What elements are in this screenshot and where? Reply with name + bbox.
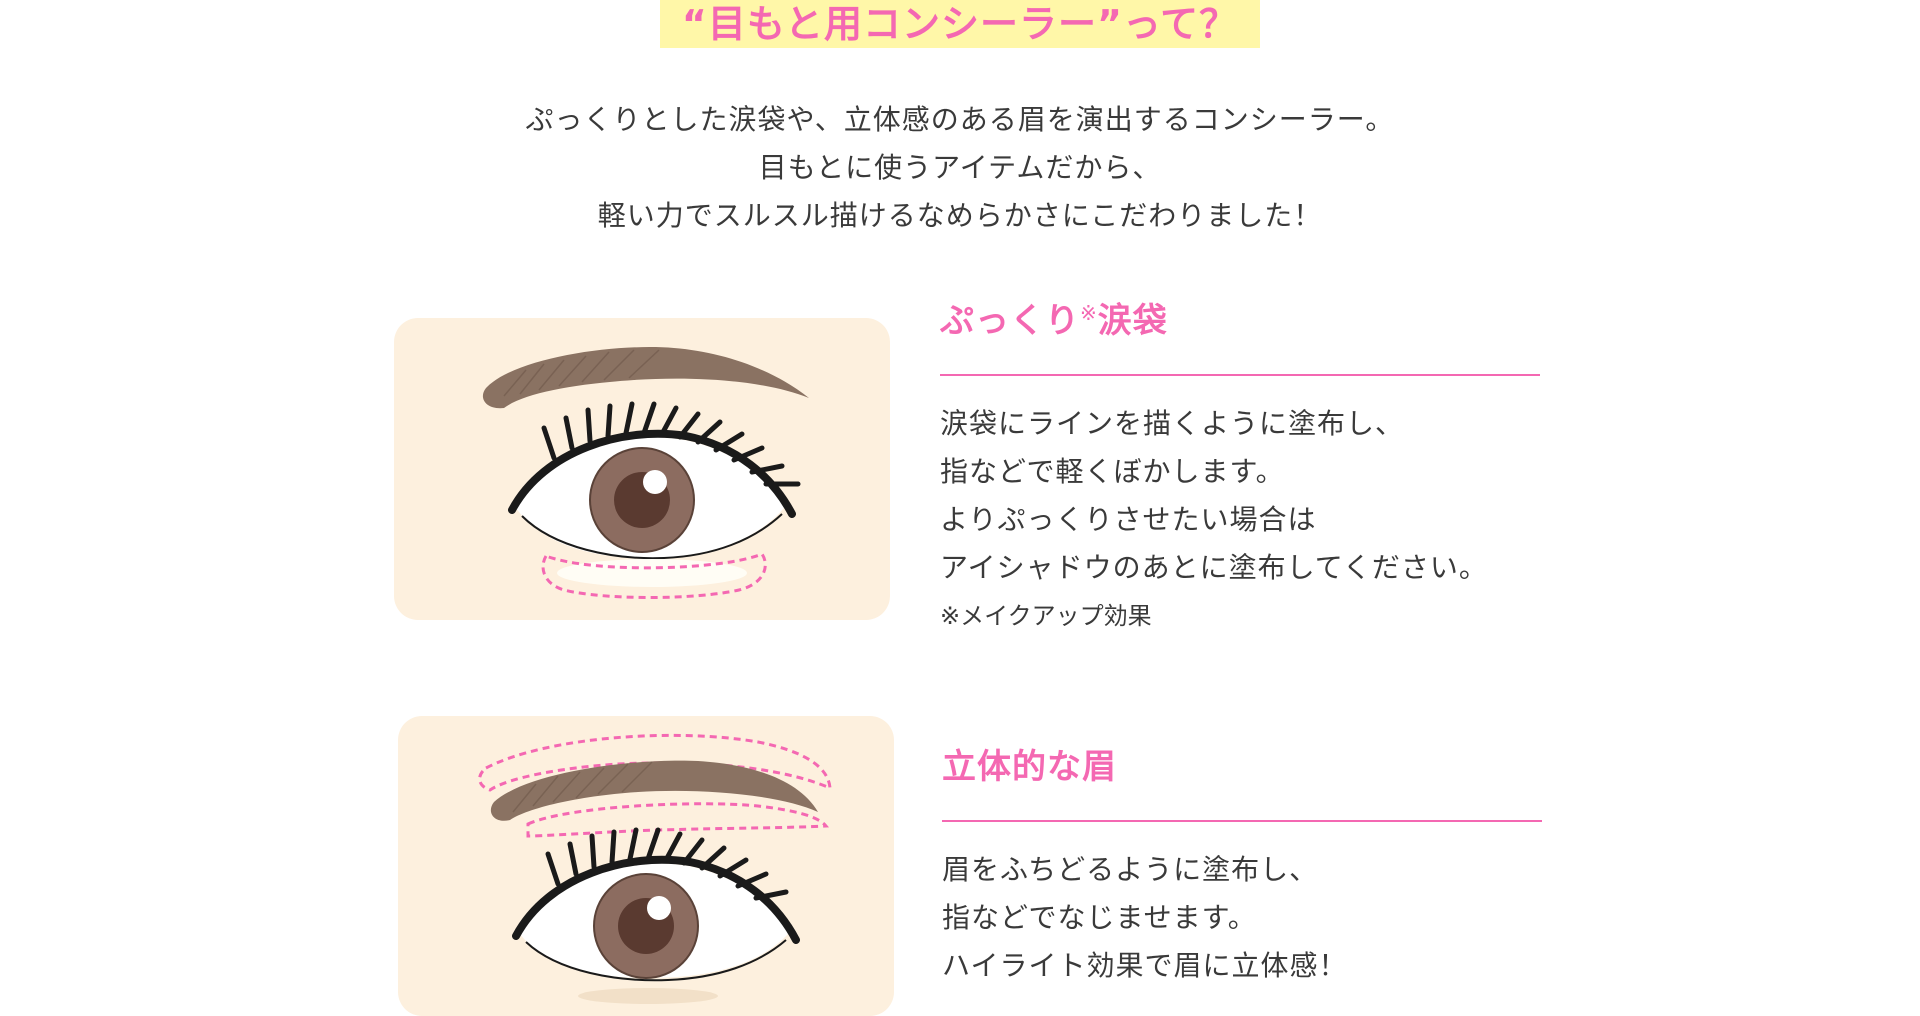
tear-bag-section: ぷっくり※涙袋 涙袋にラインを描くように塗布し、 指などで軽くぼかします。 より… <box>940 288 1540 640</box>
tear-bag-title-mark: ※ <box>1080 301 1098 325</box>
eye-highlight <box>647 896 671 920</box>
tear-bag-title-suffix: 涙袋 <box>1097 301 1168 341</box>
tear-bag-highlight <box>557 559 747 587</box>
description-line: アイシャドウのあとに塗布してください。 <box>940 551 1488 584</box>
eyebrow-divider <box>942 820 1542 822</box>
eyebrow-dashed-outline-bottom <box>526 802 830 838</box>
page-heading: “目もと用コンシーラー”って？ <box>659 0 1261 48</box>
intro-line: 軽い力でスルスル描けるなめらかさにこだわりました！ <box>597 199 1323 232</box>
tear-bag-description: 涙袋にラインを描くように塗布し、 指などで軽くぼかします。 よりぷっくりさせたい… <box>940 400 1540 592</box>
description-line: 指などでなじませます。 <box>942 901 1257 934</box>
description-line: ハイライト効果で眉に立体感！ <box>942 949 1348 982</box>
eye-highlight <box>643 470 667 494</box>
eyebrow <box>482 347 809 409</box>
tear-bag-illustration-card <box>394 318 890 620</box>
eyebrow-illustration <box>478 733 832 1004</box>
eyebrow-title: 立体的な眉 <box>942 747 1117 787</box>
tear-bag-illustration <box>482 347 809 599</box>
tear-bag-dashed-outline <box>541 552 767 599</box>
tear-bag-title: ぷっくり※涙袋 <box>940 288 1540 346</box>
eyebrow-description: 眉をふちどるように塗布し、 指などでなじませます。 ハイライト効果で眉に立体感！ <box>942 846 1542 990</box>
tear-bag-divider <box>940 374 1540 376</box>
eyebrow <box>490 760 818 821</box>
makeup-effect-note: ※メイクアップ効果 <box>940 602 1152 630</box>
intro-line: 目もとに使うアイテムだから、 <box>758 151 1162 184</box>
eyebrow-illustration-card <box>398 716 894 1016</box>
heading-wrap: “目もと用コンシーラー”って？ <box>0 0 1920 48</box>
intro-line: ぷっくりとした涙袋や、立体感のある眉を演出するコンシーラー。 <box>525 103 1395 136</box>
tear-bag-title-main: ぷっくり <box>940 301 1080 341</box>
intro-text: ぷっくりとした涙袋や、立体感のある眉を演出するコンシーラー。 目もとに使うアイテ… <box>0 96 1920 240</box>
description-line: 眉をふちどるように塗布し、 <box>942 853 1319 886</box>
description-line: 涙袋にラインを描くように塗布し、 <box>940 407 1405 440</box>
description-line: 指などで軽くぼかします。 <box>940 455 1285 488</box>
eyebrow-section: 立体的な眉 眉をふちどるように塗布し、 指などでなじませます。 ハイライト効果で… <box>942 742 1542 990</box>
description-line: よりぷっくりさせたい場合は <box>940 503 1317 536</box>
